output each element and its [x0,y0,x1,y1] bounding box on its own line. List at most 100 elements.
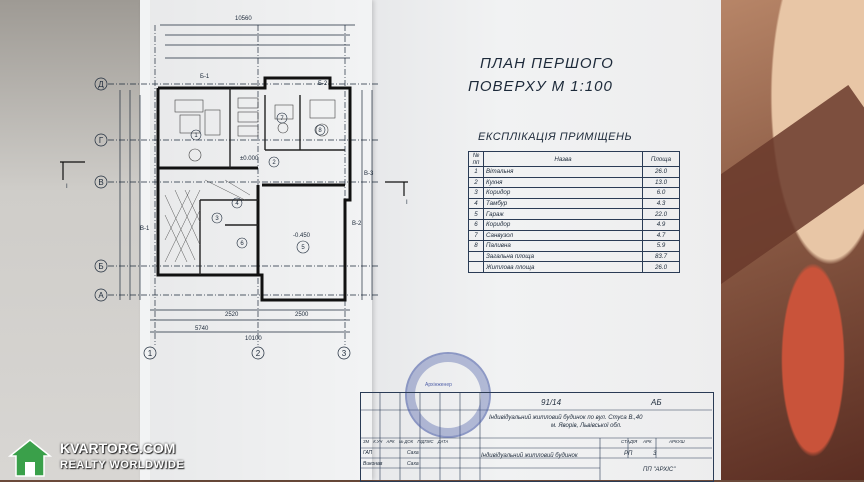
axis-col-1: 1 [148,349,153,358]
stage-label: СТАДІЯ [621,439,638,444]
room-name-cell: Коридор [483,218,643,231]
firm-name: ПП "АРХІС" [643,467,676,473]
table-row: 5 Гараж 22.0 [468,208,680,220]
room-number: 3 [215,216,219,222]
room-name-cell: Вітальня [483,166,643,178]
room-area-cell: 6.0 [642,187,680,199]
dim-top-total: 10560 [235,16,252,22]
room-number: 1 [194,133,198,139]
room-name-cell: Санвузол [483,229,643,242]
empty-cell [468,250,484,263]
paper-fold [150,0,370,480]
table-row: 8 Паливна 5.9 [468,240,680,252]
name-executor: Саха [407,461,419,467]
table-row: 4 Тамбур 4.3 [468,197,680,210]
object-address: м. Яворів, Львівської обл. [551,423,622,429]
axis-col-3: 3 [342,349,347,358]
room-number-cell: 6 [468,218,484,231]
level-mark-main: ±0.000 [240,156,259,162]
room-area-cell: 13.0 [642,176,680,189]
drawing-section-code: АБ [651,398,662,407]
dim-bottom-left: 5740 [195,326,209,332]
role-executor: Виконав [363,461,383,467]
room-number: 5 [301,245,305,251]
room-name-cell: Паливна [483,240,643,252]
room-name-cell: Гараж [483,208,643,220]
signature-header: ЗМ К.УЧ АРК № ДОК ПІДПИС ДАТА [363,439,451,444]
room-area-cell: 4.9 [642,218,680,231]
room-name-cell: Коридор [483,187,643,199]
room-number-cell: 3 [468,187,484,199]
axis-row-v: В [98,178,103,187]
stage-value: РП [624,451,633,457]
room-number-cell: 7 [468,229,484,242]
room-number: 4 [235,201,239,207]
room-area-cell: 26.0 [642,166,680,178]
section-vv: В-1 [140,226,150,232]
watermark-title: KVARTORG.COM [60,440,176,456]
section-bb: Б-1 [200,74,210,80]
total-area-label: Загальна площа [483,250,643,263]
room-number-cell: 5 [468,208,484,220]
empty-cell [468,261,484,273]
name-gap: Саха [407,450,419,456]
section-v3: В-3 [364,171,374,177]
room-number-cell: 4 [468,197,484,210]
room-number: 7 [280,116,284,122]
room-name-cell: Тамбур [483,197,643,210]
table-row: 2 Кухня 13.0 [468,176,680,189]
room-area-cell: 22.0 [642,208,680,220]
approval-stamp [405,352,491,438]
room-name-cell: Кухня [483,176,643,189]
dim-bottom-right: 2500 [295,312,309,318]
room-area-cell: 4.7 [642,229,680,242]
axis-row-a: А [98,291,104,300]
house-logo-icon [8,439,52,477]
table-row: 6 Коридор 4.9 [468,218,680,231]
plan-title-line-1: ПЛАН ПЕРШОГО [480,55,614,72]
header-cell: АРК [386,439,395,444]
dim-bottom-mid: 2520 [225,312,239,318]
rooms-table: № пп Назва Площа 1 Вітальня 26.0 2 Кухня… [468,151,680,273]
room-number: 8 [318,128,322,134]
header-cell: ДАТА [437,439,449,444]
section-b2: Б-2 [318,81,328,87]
dim-bottom-total: 10100 [245,336,262,342]
table-row-total: Загальна площа 83.7 [468,250,680,263]
header-cell: ПІДПИС [417,439,434,444]
table-row: 7 Санвузол 4.7 [468,229,680,242]
room-number-cell: 2 [468,176,484,189]
paper-sheet-left [140,0,372,480]
room-area-cell: 5.9 [642,240,680,252]
room-number-cell: 8 [468,240,484,252]
header-cell: ЗМ [363,439,370,444]
column-header-area: Площа [642,151,680,167]
section-mark-left: I [66,184,68,190]
project-name: Індивідуальний житловий будинок [481,453,578,459]
table-row-living: Житлова площа 26.0 [468,261,680,273]
sheet-label: АРК [643,439,652,444]
section-mark-right: I [406,200,408,206]
object-description: Індивідуальний житловий будинок по вул. … [489,415,643,421]
living-area-label: Житлова площа [483,261,643,273]
total-area-value: 83.7 [642,250,680,263]
background-left [0,0,140,480]
explication-title: ЕКСПЛІКАЦІЯ ПРИМІЩЕНЬ [478,131,633,143]
axis-row-b: Б [98,262,103,271]
column-header-number: № пп [468,151,484,167]
room-number-cell: 1 [468,166,484,178]
sheets-label: АРКУШ [669,439,685,444]
role-gap: ГАП [363,450,373,456]
stamp-text: Архінженер [425,382,452,388]
axis-row-g: Г [99,136,104,145]
living-area-value: 26.0 [642,261,680,273]
plan-title-line-2: ПОВЕРХУ М 1:100 [468,78,613,95]
column-header-name: Назва [483,151,643,167]
room-number: 6 [240,241,244,247]
drawing-code: 91/14 [541,398,562,407]
section-v2: В-2 [352,221,362,227]
room-number: 2 [272,160,276,166]
table-row: 1 Вітальня 26.0 [468,166,680,178]
room-area-cell: 4.3 [642,197,680,210]
